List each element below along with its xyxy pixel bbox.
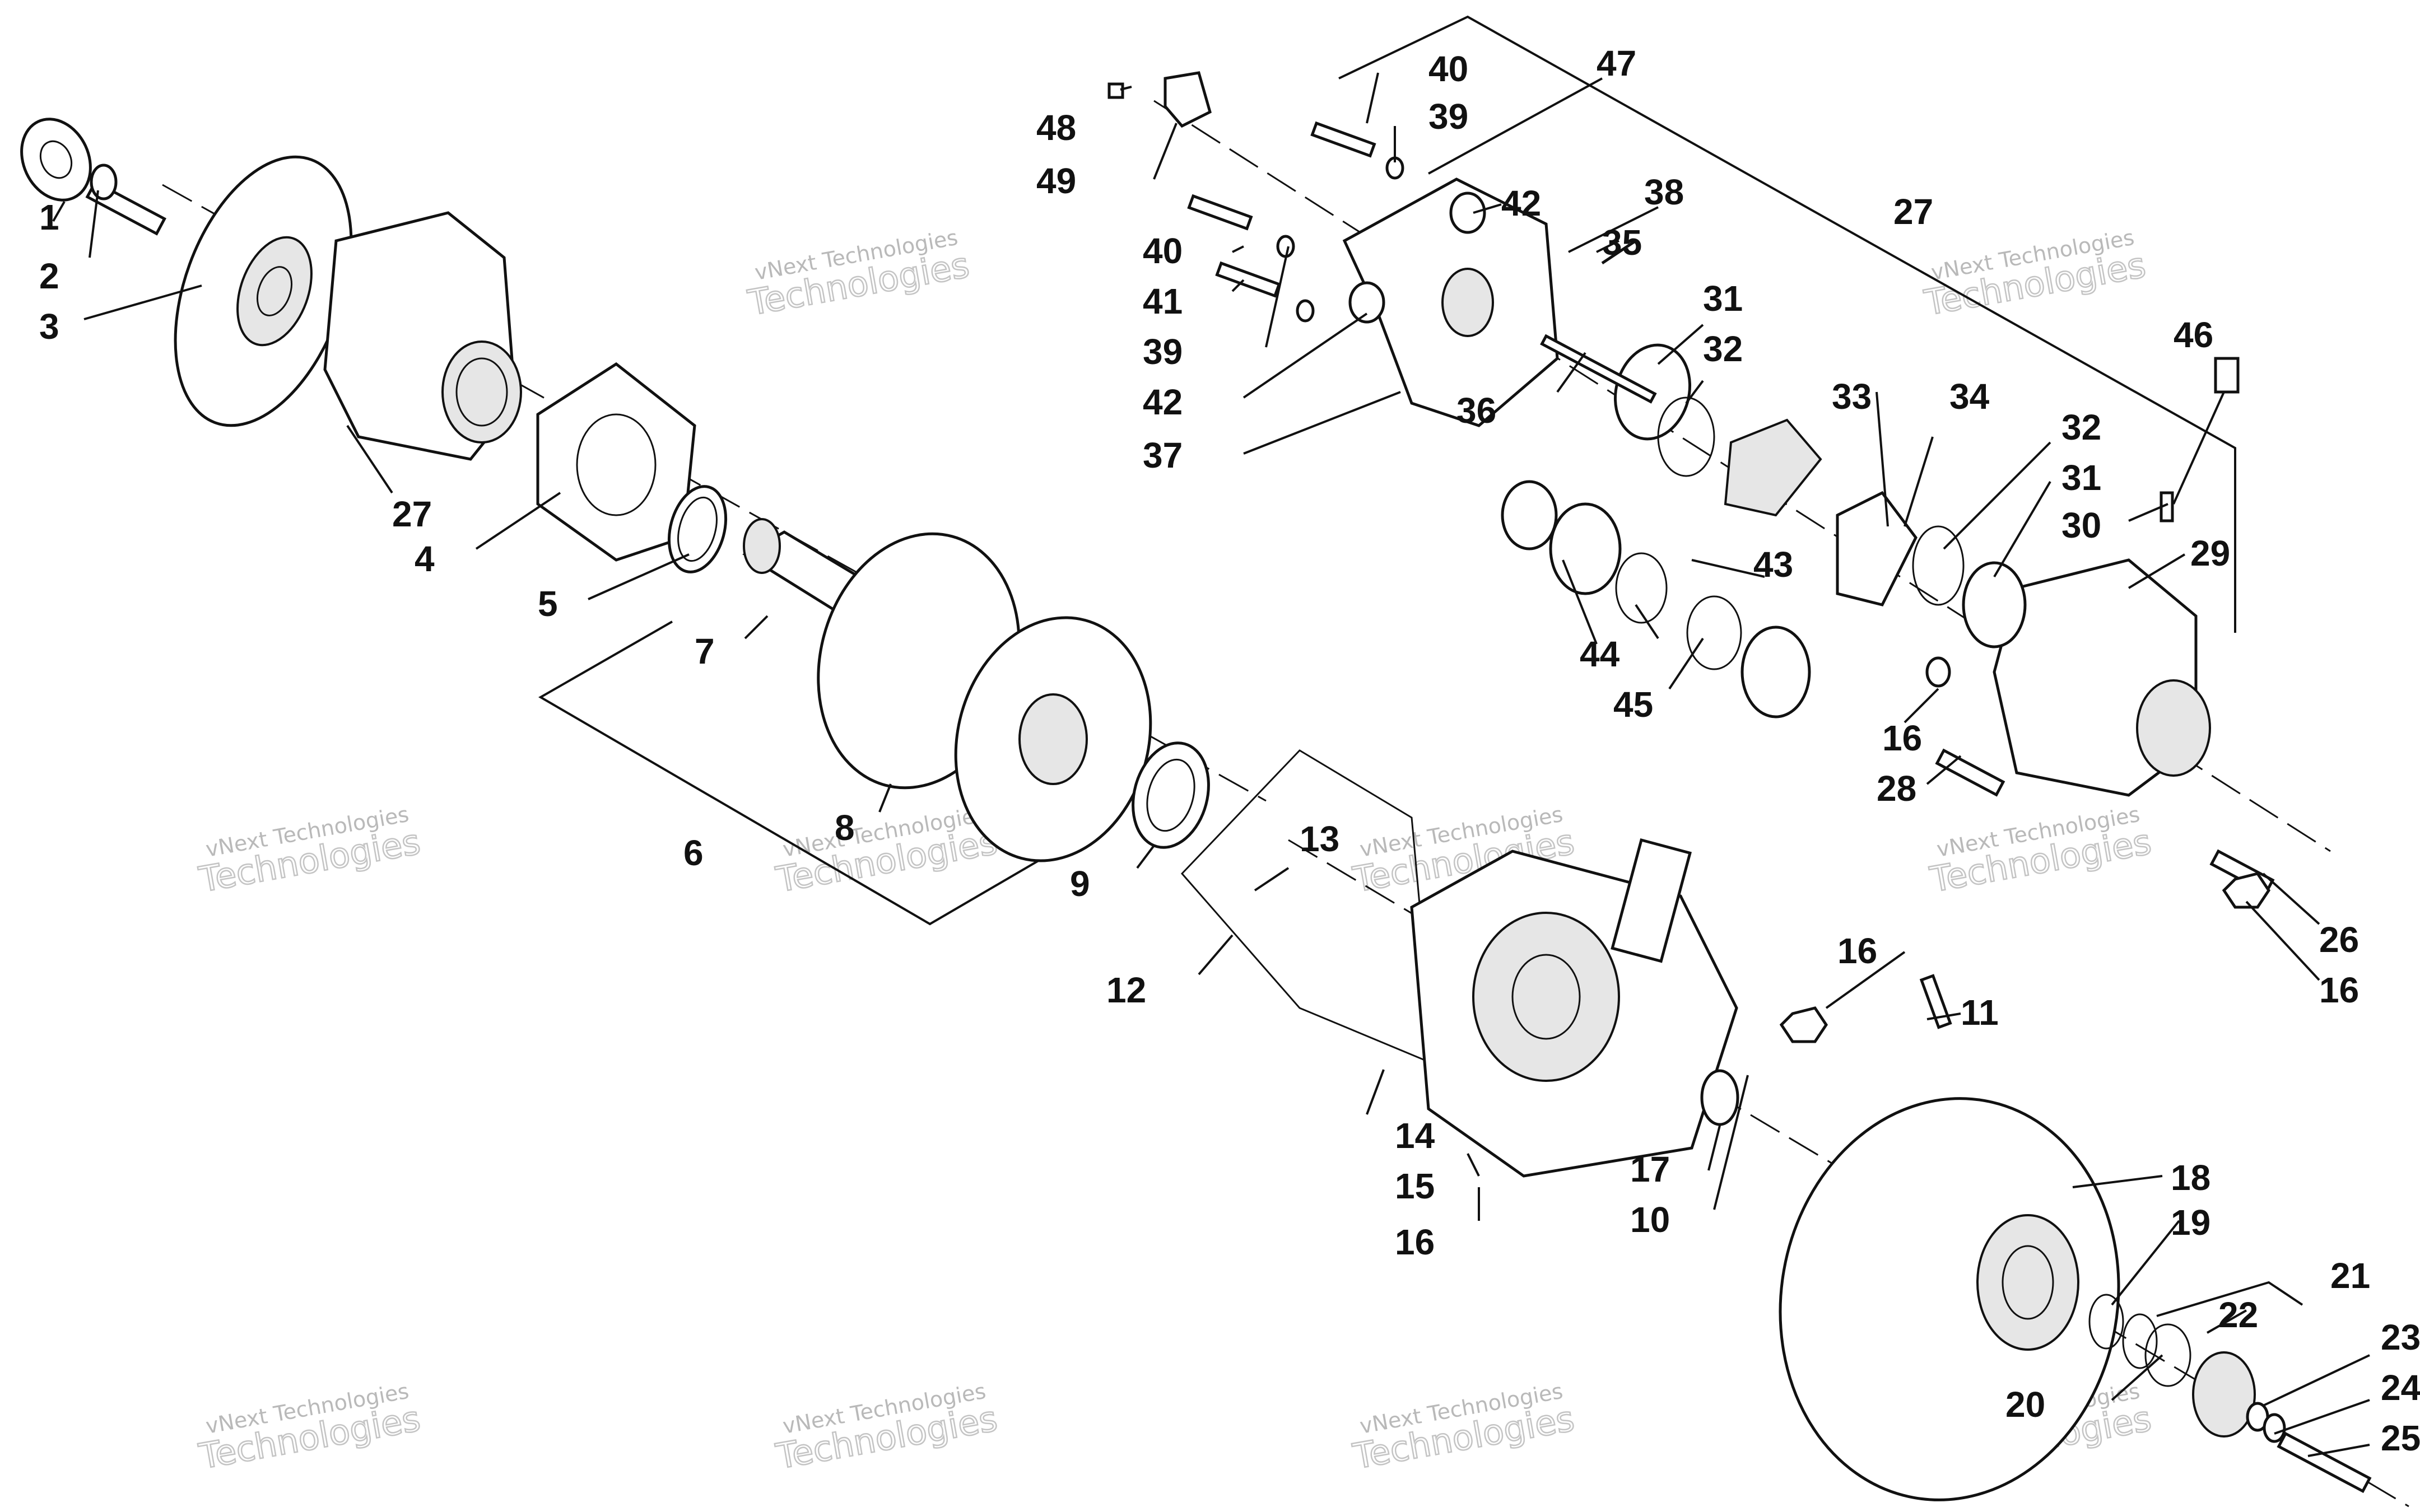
callout-label: 12 [1106, 970, 1146, 1010]
part-21-cap [2192, 1351, 2256, 1438]
part-27-bearing-housing-left [323, 211, 522, 461]
callout-label: 40 [1143, 231, 1183, 271]
callout-label: 46 [2174, 315, 2213, 355]
callout-label: 26 [2319, 920, 2359, 960]
part-3-drive-pulley [174, 155, 353, 427]
callout-label: 16 [1882, 718, 1922, 758]
callout-label: 1 [39, 197, 59, 237]
part-35-clip [1601, 239, 1637, 265]
part-17-seal [1700, 1069, 1739, 1126]
callout-label: 34 [1949, 376, 1990, 417]
part-25-bolt [2277, 1431, 2372, 1494]
callout-label: 27 [392, 494, 432, 534]
callout-label: 39 [1428, 96, 1468, 137]
bracket-27 [1338, 15, 2236, 633]
callout-label: 33 [1832, 376, 1872, 417]
callout-label: 21 [2330, 1256, 2370, 1296]
callout-label: 6 [683, 833, 704, 873]
callout-labels: 1 2 3 27 4 5 7 6 8 9 13 12 14 15 16 17 1… [39, 43, 2420, 1458]
callout-label: 2 [39, 256, 59, 296]
bracket-6 [538, 620, 1065, 926]
callout-label: 19 [2171, 1202, 2210, 1243]
callout-label: 29 [2190, 533, 2230, 573]
callout-label: 20 [2005, 1384, 2045, 1425]
callout-label: 27 [1893, 192, 1933, 232]
callout-label: 30 [2061, 505, 2101, 545]
part-37-caliper [1342, 178, 1559, 427]
part-1-lock-ring [20, 118, 92, 202]
callout-label: 11 [1961, 992, 1999, 1033]
callout-label: 23 [2381, 1317, 2420, 1357]
callout-label: 37 [1143, 435, 1183, 475]
part-5-seal [667, 485, 728, 573]
callout-label: 22 [2218, 1295, 2258, 1335]
callout-label: 25 [2381, 1418, 2420, 1458]
callout-label: 31 [2061, 458, 2101, 498]
callout-label: 38 [1644, 172, 1684, 212]
callout-label: 42 [1143, 382, 1183, 422]
part-48-49-sensor [1107, 71, 1212, 128]
callout-label: 36 [1456, 390, 1496, 431]
part-11-pin [1919, 974, 1952, 1029]
part-18-driven-pulley [1779, 1097, 2120, 1501]
callout-label: 44 [1580, 634, 1620, 674]
callout-label: 43 [1753, 544, 1793, 585]
callout-label: 13 [1300, 819, 1339, 859]
callout-label: 16 [1395, 1222, 1435, 1262]
callout-label: 39 [1143, 332, 1183, 372]
part-9-bearing [1132, 741, 1210, 849]
callout-label: 16 [2319, 970, 2359, 1010]
part-23-24-washers [2246, 1402, 2286, 1443]
group-brackets [538, 15, 2303, 1317]
callout-label: 8 [835, 808, 855, 848]
callout-label: 7 [695, 631, 715, 671]
callout-label: 14 [1395, 1116, 1435, 1156]
callout-label: 9 [1070, 864, 1090, 904]
callout-label: 47 [1597, 43, 1636, 83]
callout-label: 3 [39, 306, 59, 347]
callout-label: 16 [1837, 931, 1877, 971]
part-39-40-41-42-bolts [1187, 121, 1486, 324]
part-26-28-bolts [1925, 656, 2275, 909]
callout-label: 24 [2381, 1368, 2420, 1408]
part-36-pin [1540, 334, 1657, 404]
bracket-21 [2156, 1281, 2303, 1317]
part-43-44-45-bearings [1501, 480, 1811, 718]
part-19-20-22-rings [2088, 1294, 2191, 1387]
leader-lines [52, 72, 2370, 1457]
part-16-nut [1779, 1006, 1828, 1043]
part-46-plug [2214, 357, 2240, 394]
callout-label: 41 [1143, 281, 1183, 321]
callout-label: 48 [1036, 108, 1076, 148]
part-motor [1611, 838, 1692, 963]
callout-label: 40 [1428, 49, 1468, 89]
callout-label: 32 [1703, 329, 1743, 369]
callout-label: 18 [2171, 1158, 2210, 1198]
callout-label: 31 [1703, 278, 1743, 319]
part-2-bolt [85, 164, 166, 236]
callout-label: 10 [1630, 1200, 1670, 1240]
callout-label: 35 [1602, 222, 1642, 263]
part-10-chaincase [1410, 850, 1738, 1178]
callout-label: 49 [1036, 161, 1076, 201]
callout-label: 32 [2061, 407, 2101, 447]
callout-label: 42 [1501, 183, 1541, 223]
callout-label: 4 [415, 539, 435, 579]
callout-label: 15 [1395, 1166, 1435, 1206]
callout-label: 17 [1630, 1149, 1670, 1189]
callout-label: 5 [538, 584, 558, 624]
part-29-bearing-housing-right [1993, 558, 2211, 797]
callout-label: 28 [1877, 768, 1916, 809]
part-12-gasket-wire [1180, 749, 1435, 1066]
part-8-drive-sprocket [817, 532, 1152, 862]
callout-label: 45 [1613, 684, 1653, 725]
